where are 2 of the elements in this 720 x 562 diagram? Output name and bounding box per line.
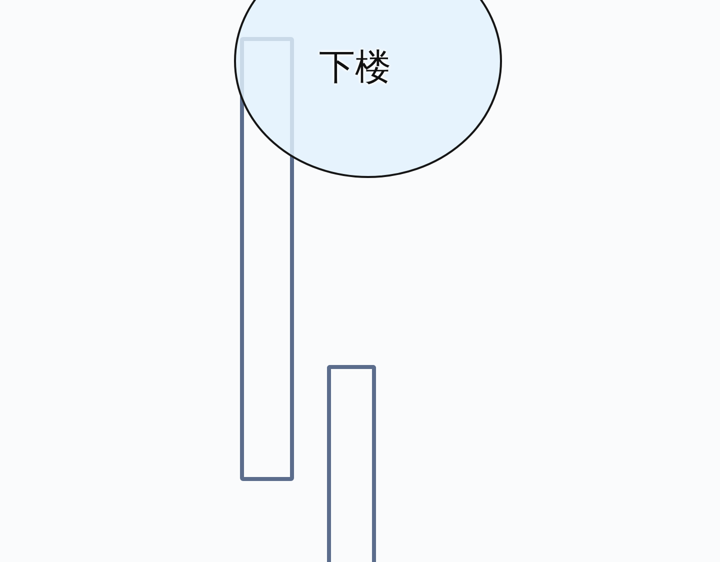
bubble-text: 下楼 — [319, 48, 391, 88]
speech-bubble — [234, 0, 504, 179]
